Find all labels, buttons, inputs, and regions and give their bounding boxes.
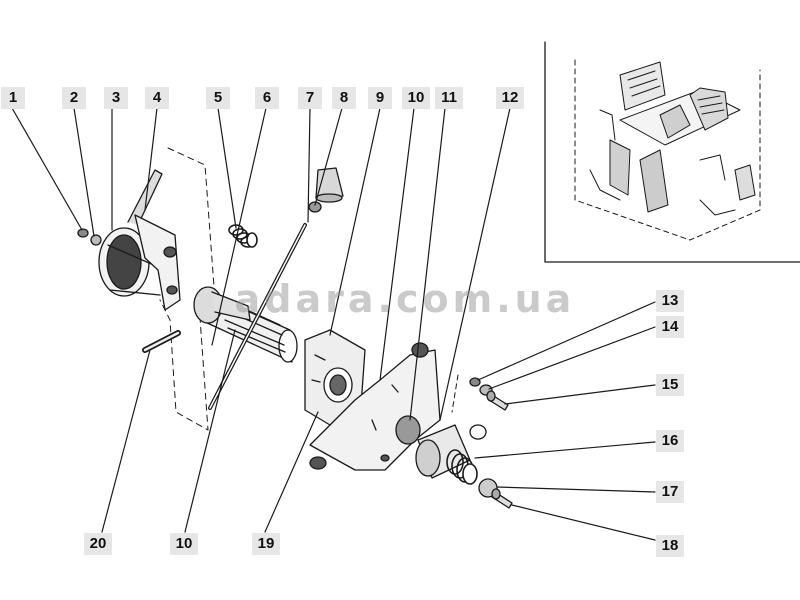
part-8-knob (308, 167, 344, 213)
part-1-nut (77, 228, 89, 238)
part-4-lever (127, 169, 181, 311)
label-3: 3 (104, 87, 128, 109)
label-2: 2 (62, 87, 86, 109)
part-18-bolt (491, 488, 513, 509)
part-3-clamp-band (98, 227, 166, 297)
label-5: 5 (206, 87, 230, 109)
label-7: 7 (298, 87, 322, 109)
label-12: 12 (496, 87, 524, 109)
label-1: 1 (1, 87, 25, 109)
part-16-spring (446, 449, 478, 485)
label-10-bottom: 10 (170, 533, 198, 555)
watermark: adara.com.ua (234, 277, 576, 321)
part-15-bolt (486, 390, 509, 411)
assembly-dashed-outline (159, 147, 216, 431)
label-14: 14 (656, 316, 684, 338)
label-20: 20 (84, 533, 112, 555)
label-18: 18 (656, 535, 684, 557)
label-11: 11 (435, 87, 463, 109)
label-9: 9 (368, 87, 392, 109)
label-17: 17 (656, 481, 684, 503)
label-19: 19 (252, 533, 280, 555)
part-2-washer (90, 234, 102, 246)
part-6-splined-shaft (193, 286, 298, 363)
label-13: 13 (656, 290, 684, 312)
inset-frame (544, 41, 800, 263)
part-19-lever-plate (304, 329, 366, 426)
label-15: 15 (656, 374, 684, 396)
label-10-top: 10 (402, 87, 430, 109)
inset-cab-sketch (574, 59, 761, 241)
label-16: 16 (656, 430, 684, 452)
leader-lines (11, 107, 656, 541)
part-9-bracket-housing (309, 342, 441, 471)
label-8: 8 (332, 87, 356, 109)
label-4: 4 (145, 87, 169, 109)
part-5-spring (228, 224, 258, 248)
label-6: 6 (255, 87, 279, 109)
